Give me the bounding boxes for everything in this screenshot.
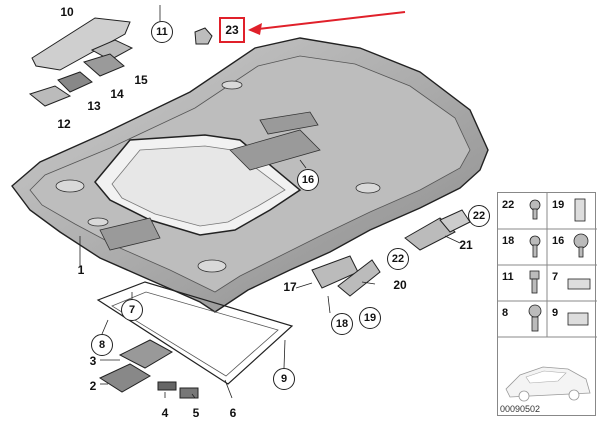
legend-11: 11 xyxy=(502,271,514,283)
legend-grid xyxy=(498,193,597,402)
legend-19: 19 xyxy=(552,199,565,211)
label-21: 21 xyxy=(459,238,473,252)
circled-label-19: 19 xyxy=(359,307,381,329)
legend-9: 9 xyxy=(552,307,559,319)
top-left-parts xyxy=(28,17,134,107)
highlight-arrow xyxy=(249,11,406,31)
circled-label-9: 9 xyxy=(273,368,295,390)
bottom-parts xyxy=(96,281,294,399)
part-23-clip xyxy=(194,27,213,45)
circled-label-22-b: 22 xyxy=(468,205,490,227)
label-3: 3 xyxy=(89,354,97,368)
circled-label-18: 18 xyxy=(331,313,353,335)
label-12: 12 xyxy=(57,117,71,131)
legend-22: 22 xyxy=(502,199,515,211)
circled-label-8: 8 xyxy=(91,334,113,356)
circled-label-16: 16 xyxy=(297,169,319,191)
headliner xyxy=(11,37,489,313)
legend-8: 8 xyxy=(502,307,509,319)
right-parts xyxy=(311,209,471,297)
fastener-legend: 22 19 18 16 11 7 8 9 xyxy=(497,192,597,416)
legend-18: 18 xyxy=(502,235,515,247)
document-number: 00090502 xyxy=(500,404,541,414)
label-4: 4 xyxy=(161,406,169,420)
label-14: 14 xyxy=(110,87,124,101)
label-10: 10 xyxy=(60,5,74,19)
leader-lines xyxy=(79,5,461,399)
legend-7: 7 xyxy=(552,271,559,283)
label-5: 5 xyxy=(192,406,200,420)
label-1: 1 xyxy=(77,263,85,277)
label-17: 17 xyxy=(283,280,297,294)
circled-label-11: 11 xyxy=(151,21,173,43)
legend-16: 16 xyxy=(552,235,565,247)
label-6: 6 xyxy=(229,406,237,420)
label-20: 20 xyxy=(393,278,407,292)
callout-23-highlighted: 23 xyxy=(219,17,245,43)
label-15: 15 xyxy=(134,73,148,87)
label-13: 13 xyxy=(87,99,101,113)
circled-label-22-a: 22 xyxy=(387,248,409,270)
label-2: 2 xyxy=(89,379,97,393)
circled-label-7: 7 xyxy=(121,299,143,321)
